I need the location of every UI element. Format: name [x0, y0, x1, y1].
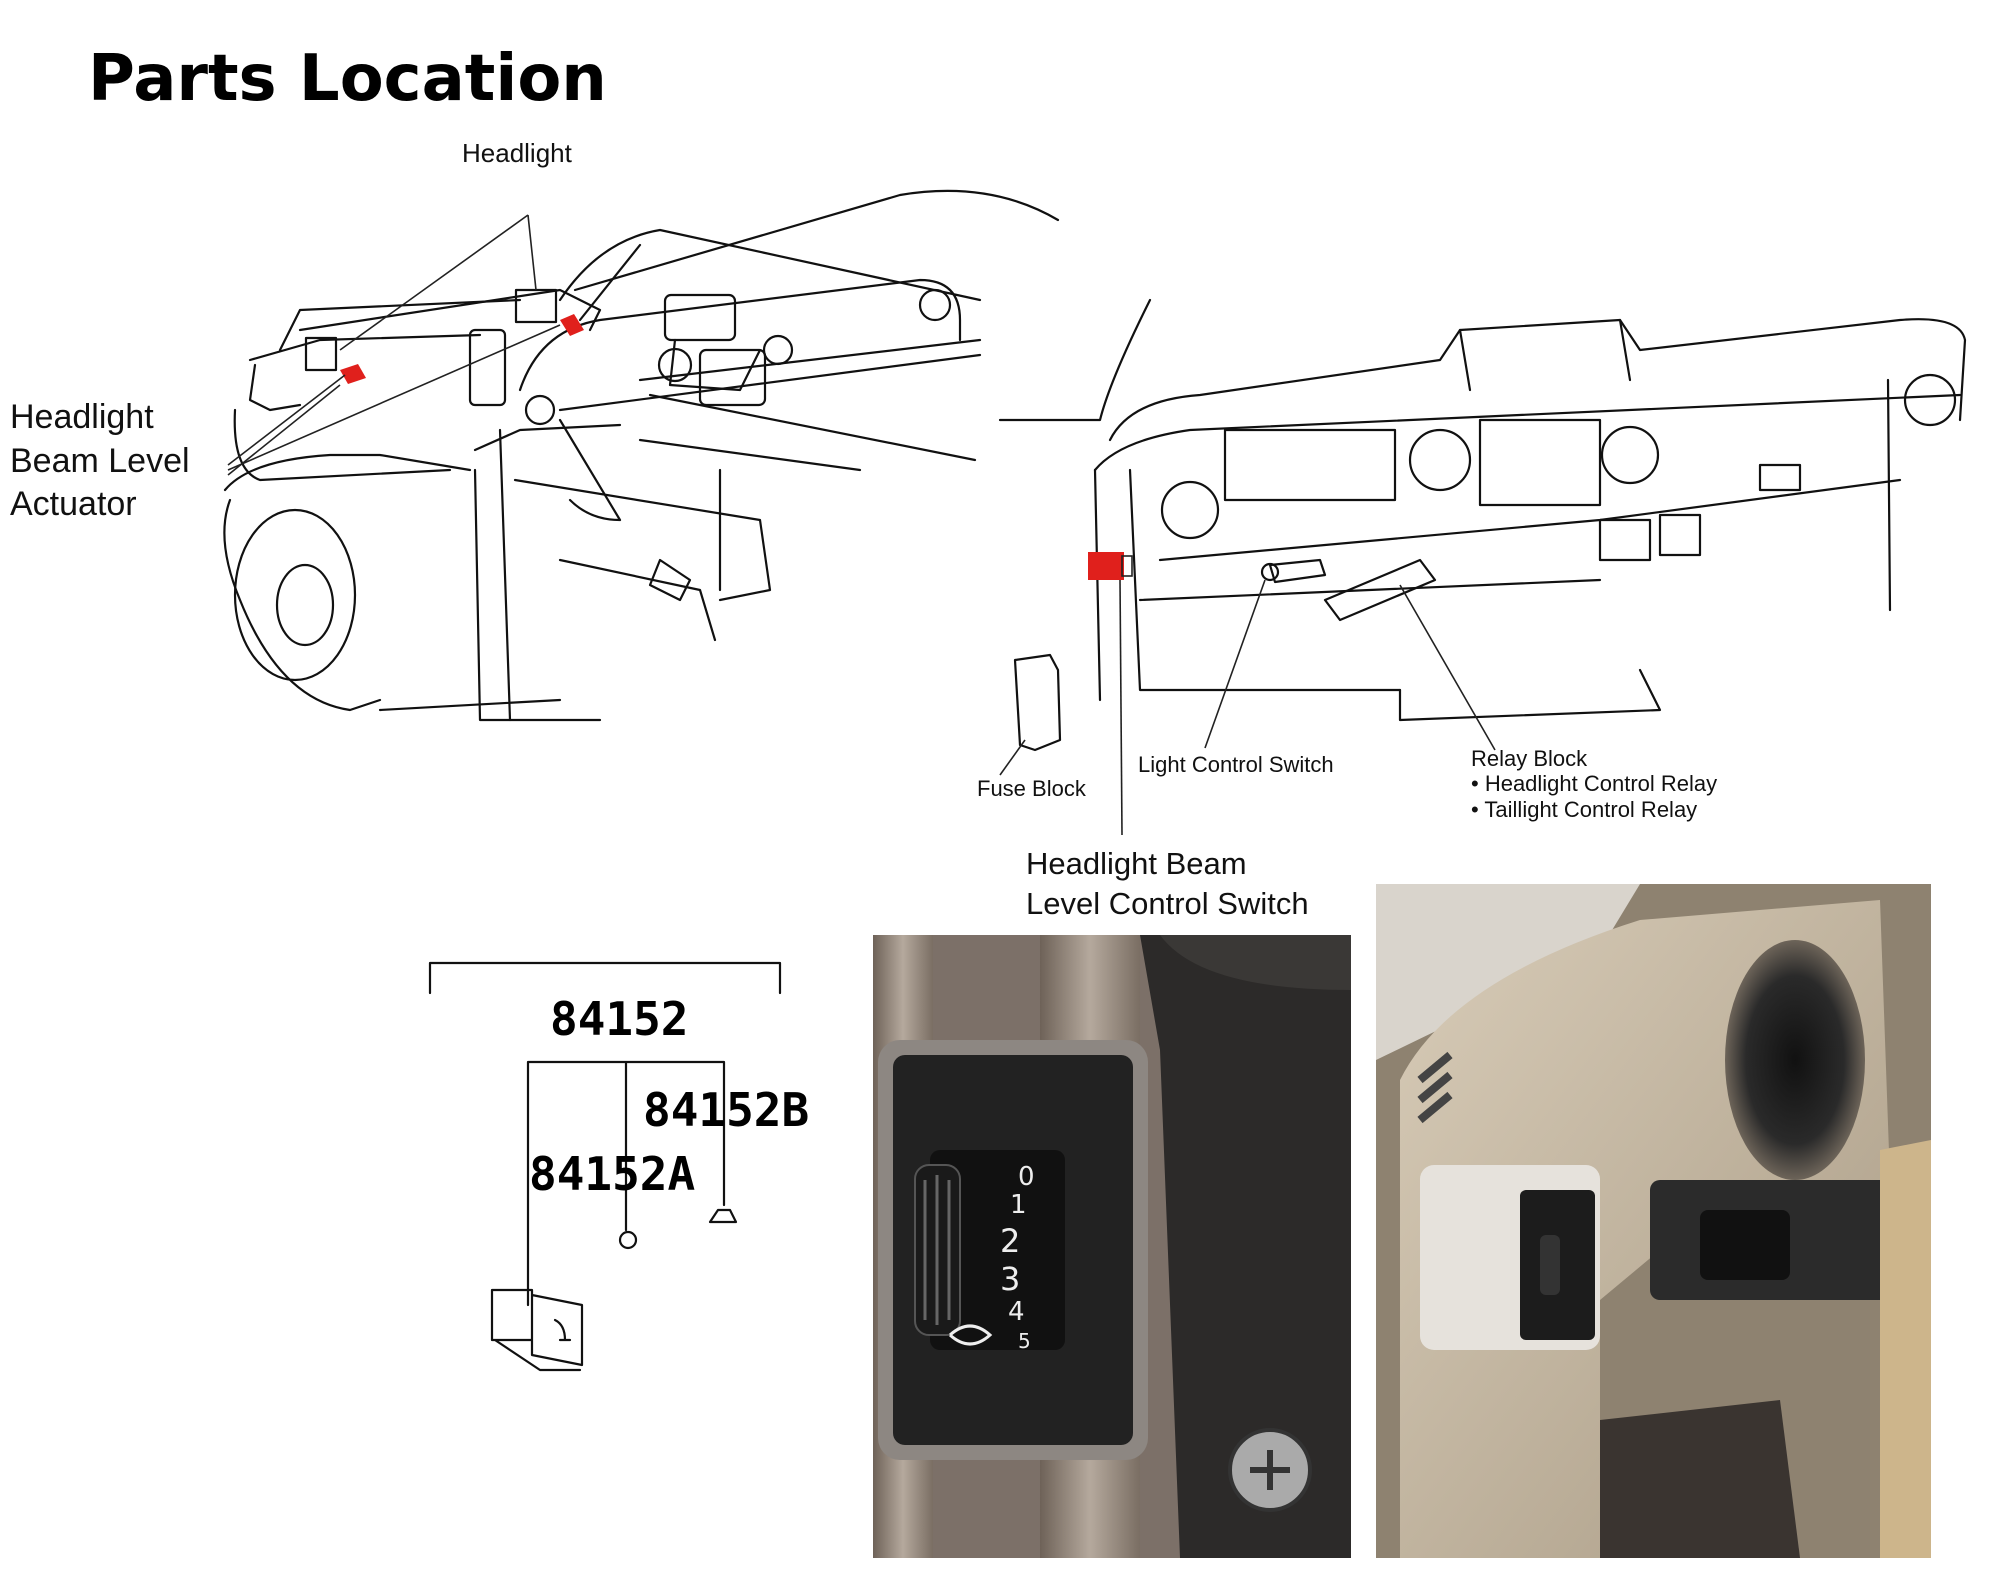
dial-number: 4	[1008, 1297, 1025, 1327]
actuator-left-highlight	[340, 364, 366, 384]
label-actuator-1: Headlight	[10, 398, 154, 436]
label-headlight: Headlight	[462, 138, 573, 168]
switch-closeup-photo: 0 1 2 3 4 5	[873, 935, 1351, 1558]
label-fuse-block: Fuse Block	[977, 776, 1087, 801]
label-light-control-switch: Light Control Switch	[1138, 752, 1334, 777]
label-beam-switch-2: Level Control Switch	[1026, 886, 1309, 921]
vehicle-drawing	[223, 189, 1060, 722]
beam-switch-highlight	[1088, 552, 1124, 580]
parts-number-diagram	[428, 961, 782, 1372]
headlight-symbol-icon	[948, 1324, 993, 1346]
page-title: Parts Location	[88, 42, 607, 116]
label-beam-switch-1: Headlight Beam	[1026, 846, 1247, 881]
dial-number: 2	[1000, 1222, 1020, 1260]
part-number-main: 84152	[550, 992, 688, 1046]
relay-block-outline	[1323, 558, 1437, 622]
label-relay-item-2: • Taillight Control Relay	[1471, 797, 1697, 822]
dashboard-drawing	[998, 298, 1967, 836]
label-relay-block: Relay Block	[1471, 746, 1588, 771]
dial-number: 0	[1018, 1162, 1035, 1192]
dial-number: 5	[1018, 1329, 1031, 1353]
fuse-block-outline	[1013, 653, 1062, 752]
part-number-a: 84152A	[529, 1147, 695, 1201]
label-actuator-3: Actuator	[10, 485, 137, 523]
headlight-left-box	[304, 336, 338, 372]
label-actuator-2: Beam Level	[10, 442, 190, 480]
label-relay-item-1: • Headlight Control Relay	[1471, 771, 1717, 796]
dial-number: 1	[1010, 1190, 1027, 1220]
part-number-b: 84152B	[643, 1083, 809, 1137]
dashboard-context-photo	[1376, 884, 1931, 1558]
dial-number: 3	[1000, 1260, 1020, 1298]
actuator-right-highlight	[560, 314, 584, 336]
